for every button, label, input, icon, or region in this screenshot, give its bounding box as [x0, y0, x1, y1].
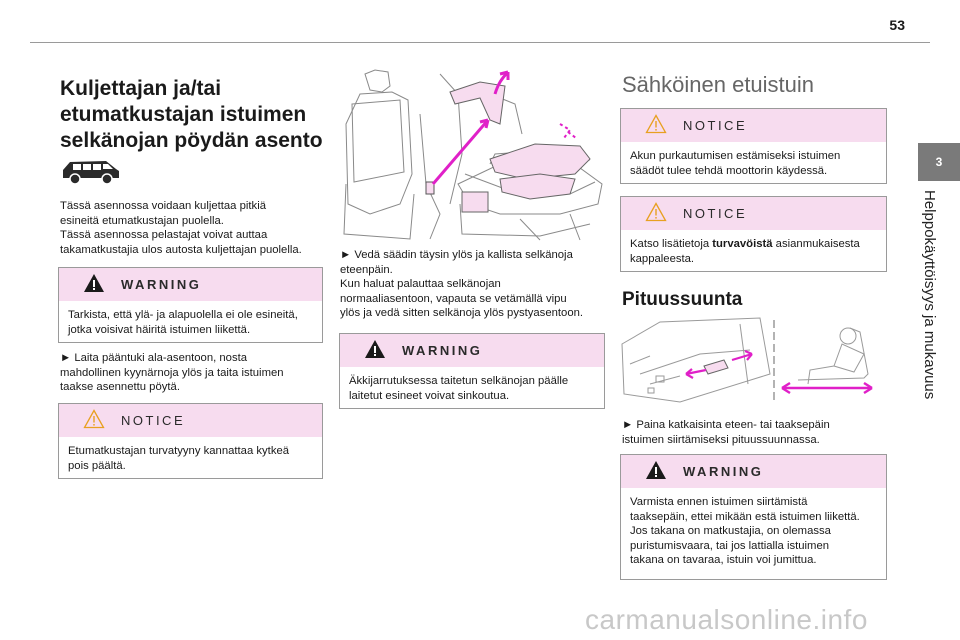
notice-header: NOTICE [621, 197, 886, 230]
notice-label: NOTICE [683, 118, 748, 133]
notice-box: NOTICE Etumatkustajan turvatyyny kannatt… [58, 403, 323, 479]
notice-header: NOTICE [621, 109, 886, 142]
text-line: ► Vedä säädin täysin ylös ja kallista se… [340, 249, 573, 261]
text-line: istuimen siirtämiseksi pituussuunnassa. [622, 433, 820, 446]
text-line: mahdollinen kyynärnoja ylös ja taita ist… [60, 366, 284, 379]
notice-box: NOTICE Akun purkautumisen estämiseksi is… [620, 108, 887, 184]
text-line: normaaliasentoon, vapauta se vetämällä v… [340, 292, 567, 305]
van-icon [63, 161, 119, 185]
seatbelts-reference: turvavöistä [712, 238, 773, 250]
warning-box: WARNING Varmista ennen istuimen siirtämi… [620, 454, 887, 580]
notice-icon [645, 202, 667, 222]
text-line: Tarkista, että ylä- ja alapuolella ei ol… [68, 309, 298, 321]
notice-text: Akun purkautumisen estämiseksi istuimen … [621, 142, 886, 185]
text-line: taaksepäin, ettei mikään estä istuimen l… [630, 510, 860, 523]
warning-label: WARNING [683, 464, 764, 479]
warning-header: WARNING [59, 268, 322, 301]
text-line: takana on tavaraa, istuin voi jumittua. [630, 554, 817, 567]
section-title-line: etumatkustajan istuimen [60, 103, 307, 126]
text-fragment: asianmukaisesta [772, 238, 860, 250]
warning-box: WARNING Tarkista, että ylä- ja alapuolel… [58, 267, 323, 343]
text-line: eteenpäin. [340, 263, 393, 276]
chapter-tab[interactable]: 3 [918, 143, 960, 181]
text-fragment: Katso lisätietoja [630, 238, 713, 250]
text-line: laitetut esineet voivat sinkoutua. [349, 389, 510, 402]
subsection-title: Pituussuunta [622, 289, 743, 310]
step-instruction: ► Paina katkaisinta eteen- tai taaksepäi… [622, 418, 892, 447]
text-line: Jos takana on matkustajia, on olemassa [630, 525, 831, 538]
page-number: 53 [889, 17, 905, 33]
notice-text: Katso lisätietoja turvavöistä asianmukai… [621, 230, 886, 273]
section-title: Sähköinen etuistuin [622, 72, 815, 97]
warning-text: Äkkijarrutuksessa taitetun selkänojan pä… [340, 367, 604, 410]
text-line: säädöt tulee tehdä moottorin käydessä. [630, 164, 828, 177]
seat-slide-illustration [621, 317, 873, 403]
text-line: Varmista ennen istuimen siirtämistä [630, 496, 808, 508]
warning-header: WARNING [621, 455, 886, 488]
notice-label: NOTICE [121, 413, 186, 428]
notice-label: NOTICE [683, 206, 748, 221]
text-line: puristumisvaara, tai jos lattialla istui… [630, 539, 830, 552]
section-title: Kuljettajan ja/tai etumatkustajan istuim… [60, 76, 323, 154]
text-line: ► Laita pääntuki ala-asentoon, nosta [60, 352, 248, 364]
chapter-title: Helppokäyttöisyys ja mukavuus [910, 190, 938, 450]
chapter-title-text: Helppokäyttöisyys ja mukavuus [921, 190, 938, 400]
notice-box: NOTICE Katso lisätietoja turvavöistä asi… [620, 196, 887, 272]
text-line: ylös ja vedä sitten selkänoja ylös pysty… [340, 307, 584, 320]
warning-label: WARNING [121, 277, 202, 292]
warning-text: Tarkista, että ylä- ja alapuolella ei ol… [59, 301, 322, 344]
notice-header: NOTICE [59, 404, 322, 437]
warning-icon [646, 461, 666, 479]
text-line: esineitä etumatkustajan puolella. [60, 214, 224, 227]
step-instruction: ► Laita pääntuki ala-asentoon, nosta mah… [60, 351, 330, 395]
text-line: Tässä asennossa voidaan kuljettaa pitkiä [60, 200, 266, 212]
text-line: Etumatkustajan turvatyyny kannattaa kytk… [68, 445, 290, 457]
text-line: Tässä asennossa pelastajat voivat auttaa [60, 229, 268, 242]
text-line: Äkkijarrutuksessa taitetun selkänojan pä… [349, 375, 569, 387]
intro-paragraph: Tässä asennossa voidaan kuljettaa pitkiä… [60, 199, 330, 257]
section-title-line: selkänojan pöydän asento [60, 129, 323, 152]
warning-text: Varmista ennen istuimen siirtämistä taak… [621, 488, 886, 575]
text-line: kappaleesta. [630, 252, 695, 265]
text-line: Katso lisätietoja turvavöistä asianmukai… [630, 237, 877, 252]
text-line: Kun haluat palauttaa selkänojan [340, 278, 501, 291]
header-divider [30, 42, 930, 43]
notice-text: Etumatkustajan turvatyyny kannattaa kytk… [59, 437, 322, 480]
notice-icon [83, 409, 105, 429]
text-line: pois päältä. [68, 459, 126, 472]
warning-box: WARNING Äkkijarrutuksessa taitetun selkä… [339, 333, 605, 409]
step-instruction: ► Vedä säädin täysin ylös ja kallista se… [340, 248, 610, 321]
text-line: jotka voisivat häiritä istuimen liikettä… [68, 323, 251, 336]
warning-icon [84, 274, 104, 292]
text-line: takamatkustajia ulos autosta kuljettajan… [60, 243, 302, 256]
warning-icon [365, 340, 385, 358]
warning-label: WARNING [402, 343, 483, 358]
text-line: ► Paina katkaisinta eteen- tai taaksepäi… [622, 419, 830, 431]
notice-icon [645, 114, 667, 134]
warning-header: WARNING [340, 334, 604, 367]
text-line: taakse asennettu pöytä. [60, 381, 180, 394]
seat-folding-illustration [343, 69, 603, 241]
watermark: carmanualsonline.info [585, 604, 868, 635]
section-title-line: Kuljettajan ja/tai [60, 77, 222, 100]
text-line: Akun purkautumisen estämiseksi istuimen [630, 150, 841, 162]
